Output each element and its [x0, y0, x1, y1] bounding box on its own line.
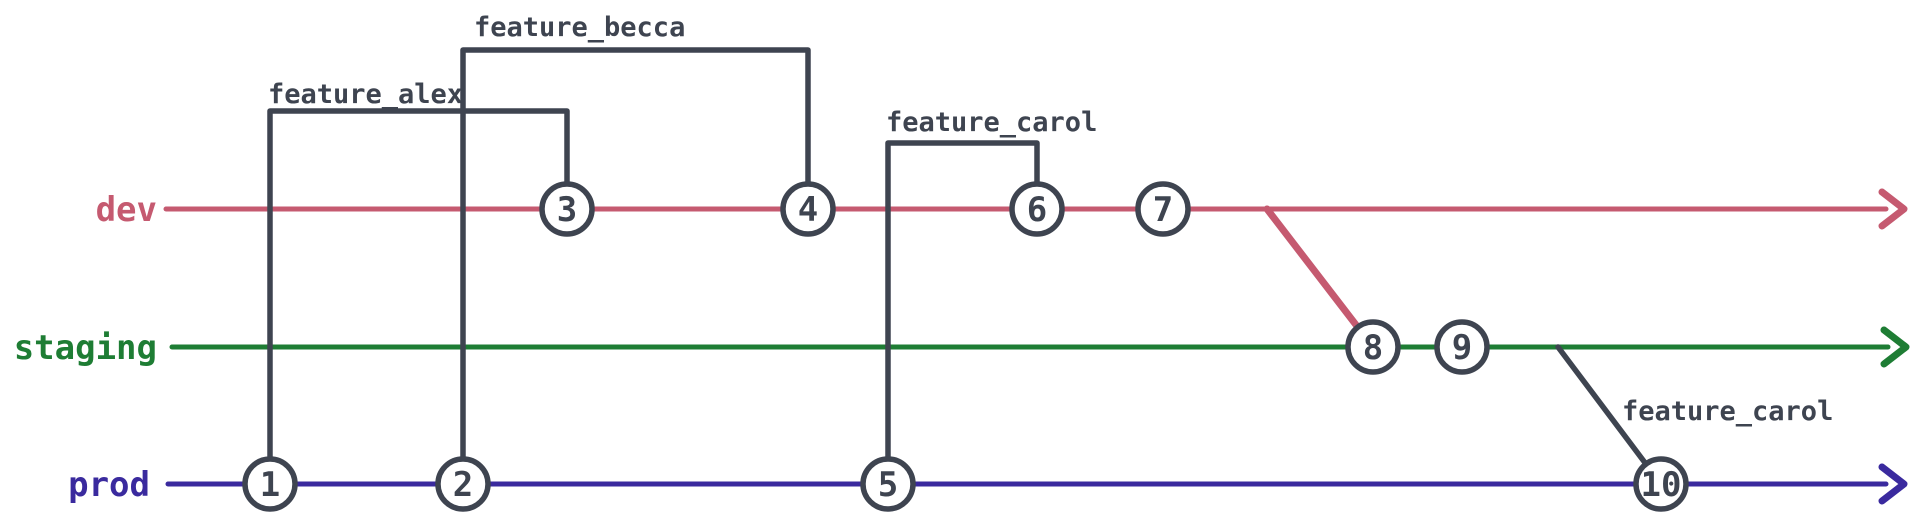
- feature-branch-path-feature-becca: [460, 47, 811, 487]
- branch-arrowhead-prod: [1878, 463, 1908, 505]
- commit-number-9: 9: [1452, 328, 1472, 368]
- branch-label-dev: dev: [96, 190, 157, 230]
- commit-number-3: 3: [557, 190, 577, 230]
- commit-number-6: 6: [1027, 190, 1047, 230]
- merge-staging-to-prod-label: feature_carol: [1622, 396, 1833, 427]
- commit-node-6: [1009, 181, 1065, 237]
- commit-number-8: 8: [1363, 328, 1383, 368]
- commit-node-8: [1345, 319, 1401, 375]
- commit-node-10: [1633, 456, 1689, 512]
- commit-number-4: 4: [798, 190, 818, 230]
- commit-node-3: [539, 181, 595, 237]
- commit-node-9: [1434, 319, 1490, 375]
- commit-node-5: [860, 456, 916, 512]
- commit-number-10: 10: [1641, 465, 1682, 505]
- branch-label-staging: staging: [14, 328, 157, 368]
- feature-branch-label-feature-alex: feature_alex: [268, 79, 463, 110]
- feature-branch-label-feature-becca: feature_becca: [474, 12, 685, 43]
- merge-dev-to-staging-line: [1263, 205, 1377, 351]
- commit-number-7: 7: [1153, 190, 1173, 230]
- commit-number-5: 5: [878, 465, 898, 505]
- branch-arrowhead-staging: [1880, 326, 1910, 368]
- commit-node-4: [780, 181, 836, 237]
- commit-node-2: [435, 456, 491, 512]
- commit-node-1: [242, 456, 298, 512]
- feature-branch-label-feature-carol: feature_carol: [886, 107, 1097, 138]
- feature-branch-path-feature-carol: [885, 140, 1040, 487]
- commit-number-1: 1: [260, 465, 280, 505]
- branch-arrowhead-dev: [1878, 188, 1908, 230]
- merge-staging-to-prod-line: [1555, 344, 1664, 487]
- feature-branch-path-feature-alex: [267, 108, 570, 487]
- branch-label-prod: prod: [68, 465, 150, 505]
- commit-node-7: [1135, 181, 1191, 237]
- commit-number-2: 2: [453, 465, 473, 505]
